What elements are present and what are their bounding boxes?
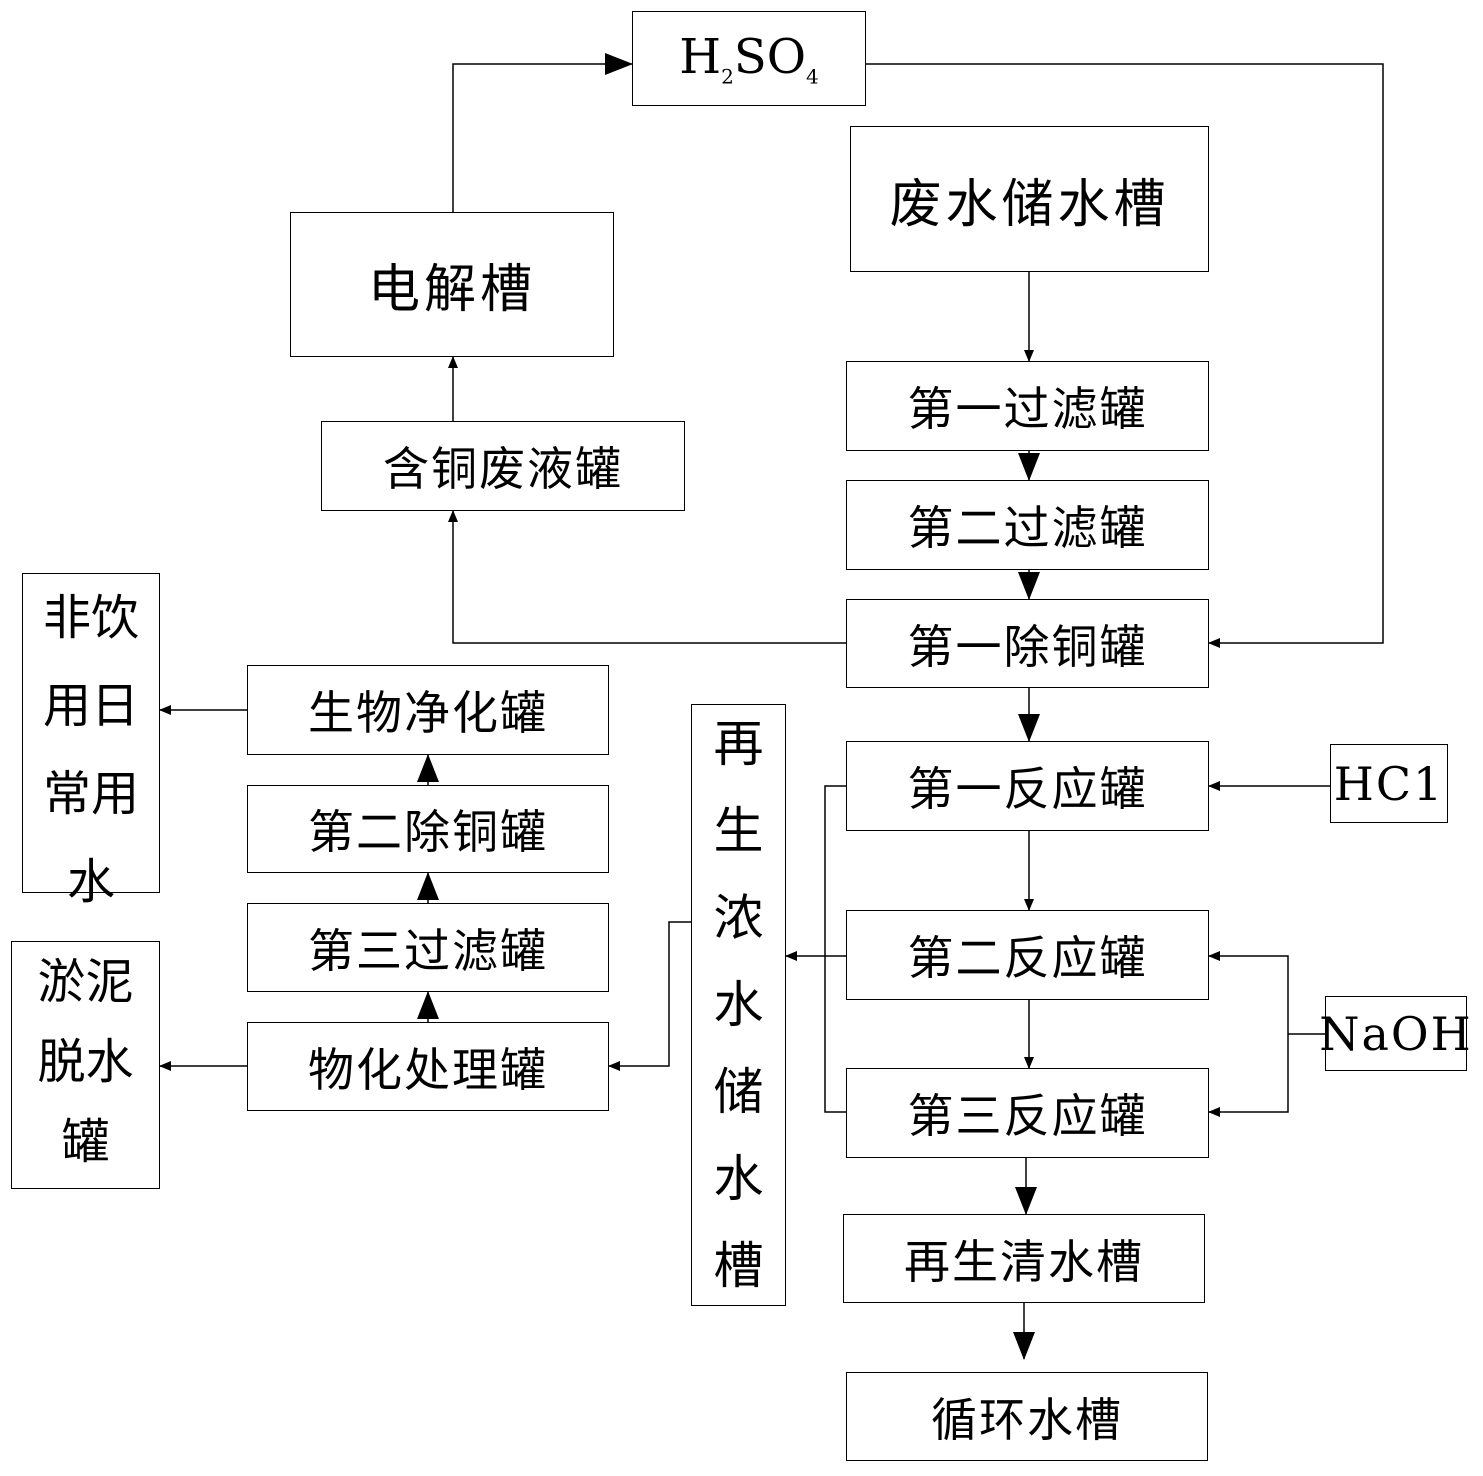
third-reaction-box: 第三反应罐 — [846, 1068, 1209, 1158]
regen-concentrate-tank-label: 再生浓水储水槽 — [713, 714, 764, 1295]
non-potable-water-label: 非饮用日常用水 — [42, 590, 139, 910]
electrolytic-cell-box: 电解槽 — [290, 212, 614, 357]
third-reaction-label: 第三反应罐 — [907, 1089, 1148, 1143]
copper-waste-tank-label: 含铜废液罐 — [383, 442, 623, 496]
first-reaction-label: 第一反应罐 — [907, 762, 1148, 816]
third-filter-label: 第三过滤罐 — [308, 923, 548, 978]
regen-concentrate-tank-box: 再生浓水储水槽 — [691, 704, 786, 1306]
second-reaction-box: 第二反应罐 — [846, 910, 1209, 1000]
arrow-naoh-to-third-reaction — [1208, 1034, 1289, 1117]
naoh-label: NaOH — [1319, 1006, 1473, 1061]
second-filter-box: 第二过滤罐 — [846, 480, 1209, 570]
sludge-dewatering-box: 淤泥脱水罐 — [11, 941, 160, 1189]
h2so4-box: H2SO4 — [632, 11, 866, 106]
arrow-h2so4-to-first-copper-removal — [866, 63, 1384, 648]
arrow-first-copper-removal-to-copper-waste — [448, 510, 846, 644]
physchem-treatment-label: 物化处理罐 — [308, 1042, 548, 1097]
arrow-naoh-to-second-reaction — [1208, 951, 1289, 1034]
first-copper-removal-box: 第一除铜罐 — [846, 599, 1209, 688]
first-filter-label: 第一过滤罐 — [907, 382, 1148, 436]
non-potable-water-box: 非饮用日常用水 — [22, 573, 160, 910]
second-reaction-label: 第二反应罐 — [907, 931, 1148, 985]
regen-clean-tank-box: 再生清水槽 — [843, 1214, 1205, 1303]
circulation-tank-label: 循环水槽 — [931, 1392, 1123, 1447]
second-filter-label: 第二过滤罐 — [907, 501, 1148, 555]
circulation-tank-box: 循环水槽 — [846, 1372, 1208, 1461]
bio-purification-box: 生物净化罐 — [247, 665, 609, 755]
naoh-box: NaOH — [1319, 996, 1471, 1071]
first-copper-removal-label: 第一除铜罐 — [907, 619, 1148, 674]
second-copper-removal-label: 第二除铜罐 — [308, 805, 548, 859]
regen-clean-tank-label: 再生清水槽 — [904, 1234, 1144, 1289]
arrow-electrolysis-to-h2so4 — [452, 53, 633, 212]
bio-purification-label: 生物净化罐 — [308, 686, 548, 740]
second-copper-removal-box: 第二除铜罐 — [247, 785, 609, 873]
copper-waste-tank-box: 含铜废液罐 — [321, 421, 685, 511]
first-reaction-box: 第一反应罐 — [846, 741, 1209, 831]
third-filter-box: 第三过滤罐 — [247, 903, 609, 992]
hcl-box: HC1 — [1330, 744, 1448, 823]
electrolytic-cell-label: 电解槽 — [367, 260, 536, 320]
physchem-treatment-box: 物化处理罐 — [247, 1022, 609, 1111]
wastewater-tank-label: 废水储水槽 — [889, 174, 1170, 235]
first-filter-box: 第一过滤罐 — [846, 361, 1209, 451]
h2so4-label: H2SO4 — [679, 28, 819, 89]
line-reactions-collector — [824, 785, 846, 1113]
sludge-dewatering-label: 淤泥脱水罐 — [37, 954, 134, 1170]
hcl-label: HC1 — [1333, 756, 1445, 811]
wastewater-tank-box: 废水储水槽 — [850, 126, 1209, 272]
arrow-regen-concentrate-to-physchem — [608, 921, 691, 1071]
